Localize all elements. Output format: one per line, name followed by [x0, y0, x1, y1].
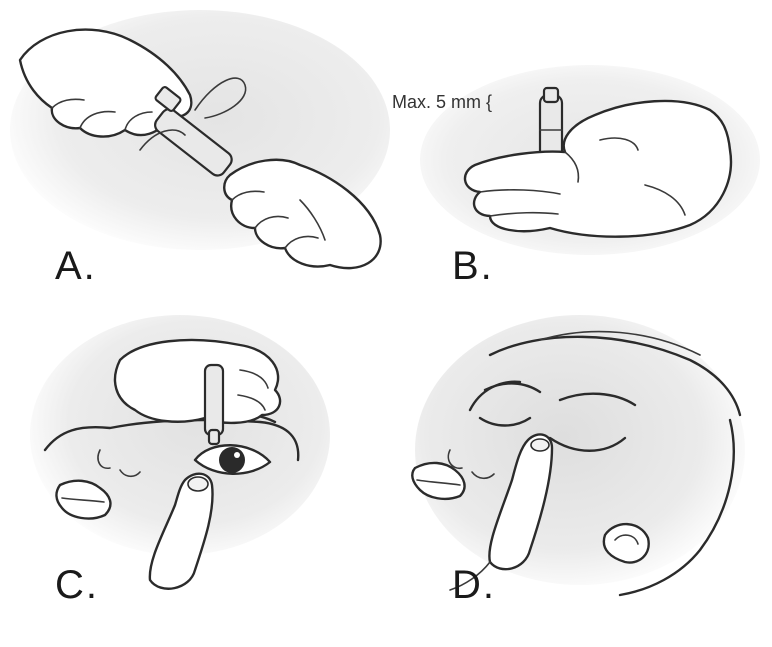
dropper-hand [115, 340, 280, 423]
panel-b-illustration [390, 0, 772, 300]
panel-c-label: C. [55, 565, 99, 605]
panel-b: Max. 5 mm { B. [390, 0, 772, 300]
panel-a-label: A. [55, 246, 97, 286]
panel-d: D. [390, 300, 772, 647]
max-5mm-annotation: Max. 5 mm { [392, 93, 492, 111]
panel-c: C. [0, 300, 390, 647]
panel-d-label: D. [452, 565, 496, 605]
panel-b-label: B. [452, 246, 494, 286]
panel-a: A. [0, 0, 390, 300]
eye-drop-vial-c [205, 365, 223, 444]
panel-d-illustration [390, 300, 772, 647]
